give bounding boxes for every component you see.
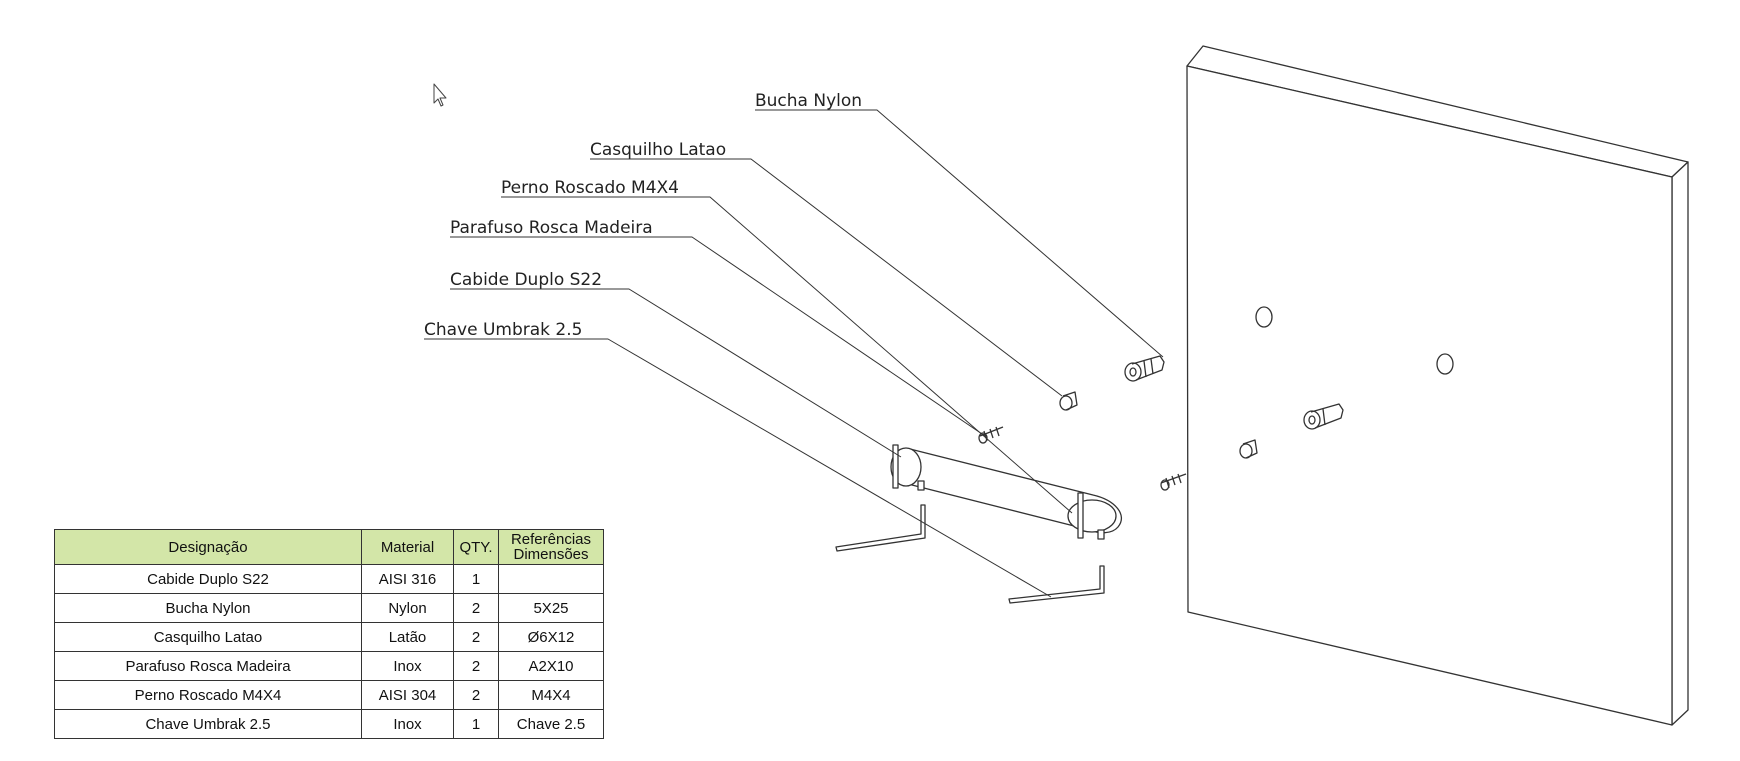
callout-parafuso-rosca: Parafuso Rosca Madeira xyxy=(450,218,653,238)
table-row: Cabide Duplo S22 AISI 316 1 xyxy=(54,564,604,594)
cursor-icon xyxy=(433,83,447,107)
cell-ref: A2X10 xyxy=(498,651,604,681)
cell-designacao: Casquilho Latao xyxy=(54,622,362,652)
cell-material: Latão xyxy=(361,622,454,652)
cell-material: AISI 316 xyxy=(361,564,454,594)
table-header-row: Designação Material QTY. Referências Dim… xyxy=(54,529,604,565)
header-ref-line2: Dimensões xyxy=(513,546,589,563)
cell-material: Inox xyxy=(361,651,454,681)
cell-qty: 1 xyxy=(453,709,499,739)
header-referencias: Referências Dimensões xyxy=(498,529,604,565)
cell-qty: 2 xyxy=(453,651,499,681)
bucha-nylon-installed xyxy=(1303,403,1344,430)
bill-of-materials-table: Designação Material QTY. Referências Dim… xyxy=(54,529,604,739)
cell-qty: 2 xyxy=(453,680,499,710)
table-row: Bucha Nylon Nylon 2 5X25 xyxy=(54,593,604,623)
header-designacao: Designação xyxy=(54,529,362,565)
cell-qty: 1 xyxy=(453,564,499,594)
cell-ref: M4X4 xyxy=(498,680,604,710)
cell-qty: 2 xyxy=(453,622,499,652)
leader-lines xyxy=(424,109,1164,598)
callout-bucha-nylon: Bucha Nylon xyxy=(755,91,862,111)
cell-ref: 5X25 xyxy=(498,593,604,623)
cell-material: AISI 304 xyxy=(361,680,454,710)
header-material: Material xyxy=(361,529,454,565)
callout-cabide-duplo: Cabide Duplo S22 xyxy=(450,270,602,290)
parafuso-part xyxy=(978,426,1187,491)
table-row: Perno Roscado M4X4 AISI 304 2 M4X4 xyxy=(54,680,604,710)
cell-designacao: Cabide Duplo S22 xyxy=(54,564,362,594)
cell-material: Inox xyxy=(361,709,454,739)
callout-perno-roscado: Perno Roscado M4X4 xyxy=(501,178,679,198)
callout-chave-umbrak: Chave Umbrak 2.5 xyxy=(424,320,582,340)
cell-ref: Chave 2.5 xyxy=(498,709,604,739)
cell-designacao: Parafuso Rosca Madeira xyxy=(54,651,362,681)
cell-qty: 2 xyxy=(453,593,499,623)
cell-ref: Ø6X12 xyxy=(498,622,604,652)
wall-panel xyxy=(1186,45,1689,726)
cell-ref xyxy=(498,564,604,594)
cabide-duplo-part xyxy=(890,444,1123,540)
table-row: Parafuso Rosca Madeira Inox 2 A2X10 xyxy=(54,651,604,681)
cell-designacao: Perno Roscado M4X4 xyxy=(54,680,362,710)
header-ref-line1: Referências xyxy=(510,531,592,548)
cell-designacao: Bucha Nylon xyxy=(54,593,362,623)
callout-casquilho-latao: Casquilho Latao xyxy=(590,140,726,160)
table-row: Chave Umbrak 2.5 Inox 1 Chave 2.5 xyxy=(54,709,604,739)
chave-umbrak-part xyxy=(835,504,1105,604)
cell-material: Nylon xyxy=(361,593,454,623)
header-qty: QTY. xyxy=(453,529,499,565)
bucha-nylon-part xyxy=(1124,355,1165,382)
table-row: Casquilho Latao Latão 2 Ø6X12 xyxy=(54,622,604,652)
cell-designacao: Chave Umbrak 2.5 xyxy=(54,709,362,739)
casquilho-latao-part xyxy=(1059,391,1258,459)
